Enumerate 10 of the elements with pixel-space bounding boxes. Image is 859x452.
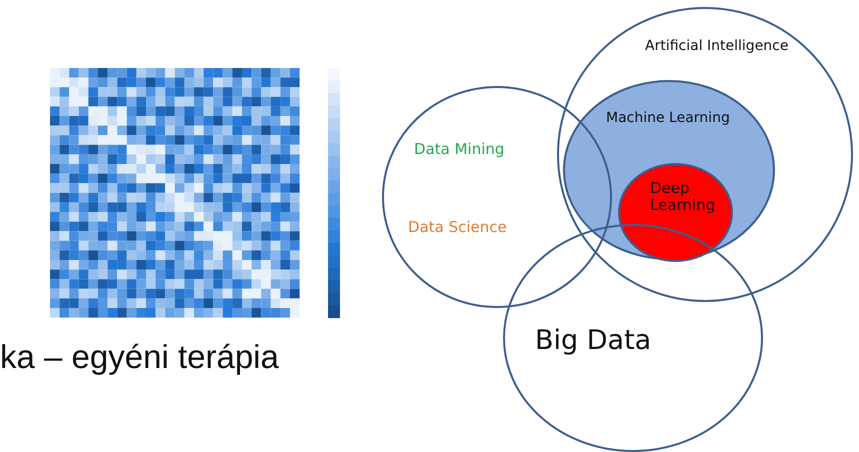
caption-text: ka – egyéni terápia bbox=[0, 338, 279, 376]
venn-circle bbox=[557, 7, 853, 302]
circle-label: Artificial Intelligence bbox=[645, 38, 788, 54]
venn-ellipse bbox=[563, 80, 775, 260]
circle-label: Data Mining bbox=[414, 141, 504, 158]
circle-label: Deep Learning bbox=[650, 180, 716, 214]
venn-ellipse bbox=[618, 163, 733, 262]
circle-label: Data Science bbox=[408, 219, 507, 236]
circle-label: Big Data bbox=[535, 325, 652, 356]
circle-label: Machine Learning bbox=[606, 110, 730, 126]
